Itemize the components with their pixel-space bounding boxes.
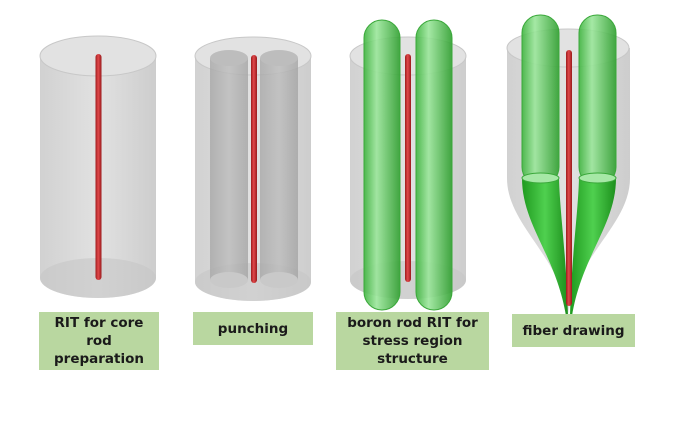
drawn-rod-right <box>570 178 616 316</box>
core-rod <box>95 54 102 280</box>
core-rod-cylinder <box>39 35 157 298</box>
label-fiber-drawing: fiber drawing <box>512 314 635 347</box>
boron-rod-right <box>415 19 453 311</box>
label-line: RIT for core rod <box>54 315 144 349</box>
core-rod <box>405 54 411 282</box>
punched-hole-left <box>210 50 248 288</box>
label-line: stress region structure <box>362 333 463 367</box>
label-punching: punching <box>193 312 313 345</box>
drawn-preform <box>506 14 630 316</box>
label-core-rod-preparation: RIT for core rod preparation <box>39 312 159 370</box>
boron-rod-left <box>363 19 401 311</box>
boron-rod-left <box>521 14 560 186</box>
core-rod <box>566 50 572 306</box>
boron-rod-assembly <box>349 19 467 311</box>
core-rod <box>251 55 257 283</box>
label-line: punching <box>217 320 289 337</box>
boron-rod-right <box>578 14 617 186</box>
label-line: fiber drawing <box>522 322 625 339</box>
punched-cylinder <box>194 36 312 301</box>
label-line: boron rod RIT for <box>347 315 478 331</box>
label-boron-rod: boron rod RIT for stress region structur… <box>336 312 489 370</box>
label-line: preparation <box>54 351 144 367</box>
punched-hole-right <box>260 50 298 288</box>
drawn-rod-left <box>522 178 568 316</box>
